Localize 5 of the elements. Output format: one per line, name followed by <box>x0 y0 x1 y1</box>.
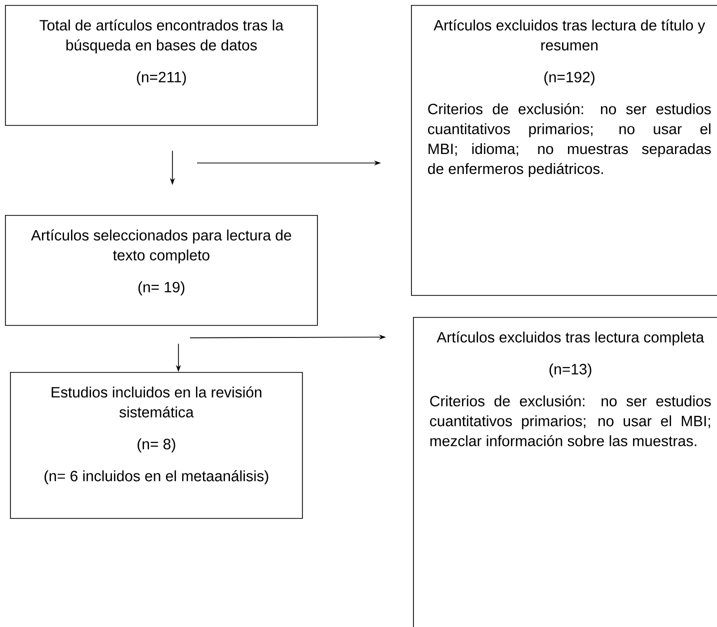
process-box: Artículos excluidos tras lectura completa (n=13) Criterios de exclusión: no ser estudios cuantitativos primarios; no usar el MBI; mezclar información sobre las muestras. <box>413 317 717 627</box>
process-box: Estudios incluidos en la revisión sistemática (n= 8) (n= 6 incluidos en el metaanálisis) <box>10 372 303 519</box>
process-box: Total de artículos encontrados tras la búsqueda en bases de datos (n=211) <box>5 5 318 126</box>
process-box: Artículos excluidos tras lectura de título y resumen (n=192) Criterios de exclusión: no ser estudios cuantitativos primarios; no usar el MBI; idioma; no muestras separadas de enfermeros pediátricos. <box>411 5 717 296</box>
process-box: Artículos seleccionados para lectura de texto completo (n= 19) <box>5 215 318 326</box>
